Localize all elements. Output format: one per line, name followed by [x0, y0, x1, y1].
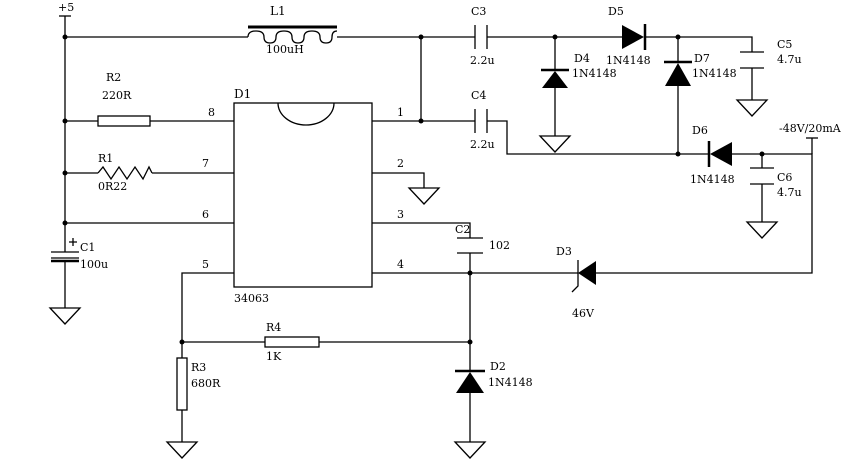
c3-ref: C3	[471, 5, 486, 18]
l1-ref: L1	[270, 4, 286, 18]
pin-7-label: 7	[202, 157, 209, 170]
c2-value: 102	[489, 239, 510, 252]
r3-ref: R3	[191, 361, 206, 374]
d4-value: 1N4148	[572, 67, 617, 80]
d2-value: 1N4148	[488, 376, 533, 389]
c6-ref: C6	[777, 171, 792, 184]
r2-value: 220R	[102, 89, 132, 102]
output-terminal: -48V/20mA	[779, 122, 842, 139]
d4-ref: D4	[574, 52, 590, 65]
capacitor-c3: C3 2.2u	[470, 5, 495, 67]
r1-ref: R1	[98, 152, 113, 165]
ground-c5	[735, 99, 769, 117]
d6-value: 1N4148	[690, 173, 735, 186]
supply-label: +5	[58, 1, 74, 14]
c6-value: 4.7u	[777, 186, 802, 199]
c5-ref: C5	[777, 38, 792, 51]
inductor-l1: L1 100uH	[247, 4, 338, 56]
wires	[64, 16, 813, 442]
diode-d7: D7 1N4148	[664, 52, 737, 86]
capacitor-c1: C1 100u	[51, 238, 108, 271]
ic-part: 34063	[234, 292, 269, 305]
d7-value: 1N4148	[692, 67, 737, 80]
capacitor-c6: C6 4.7u	[750, 167, 802, 199]
ground-d2	[453, 441, 487, 459]
c3-value: 2.2u	[470, 54, 495, 67]
ic-ref: D1	[234, 87, 251, 101]
l1-value: 100uH	[266, 43, 304, 56]
pin-6-label: 6	[202, 208, 209, 221]
pin-3-label: 3	[397, 208, 404, 221]
c4-ref: C4	[471, 89, 486, 102]
ground-pin2	[407, 187, 441, 205]
diode-d4: D4 1N4148	[541, 52, 617, 88]
r2-ref: R2	[106, 71, 121, 84]
diode-d5: D5 1N4148	[606, 5, 651, 67]
diode-d2: D2 1N4148	[455, 360, 533, 393]
capacitor-c5: C5 4.7u	[740, 38, 802, 69]
c1-ref: C1	[80, 241, 95, 254]
d3-value: 46V	[572, 307, 595, 320]
c1-value: 100u	[80, 258, 108, 271]
pin-8-label: 8	[208, 106, 215, 119]
d6-ref: D6	[692, 124, 708, 137]
d7-ref: D7	[694, 52, 710, 65]
output-label: -48V/20mA	[779, 122, 842, 135]
capacitor-c2: C2 102	[455, 223, 510, 254]
d3-ref: D3	[556, 245, 572, 258]
ground-d4	[538, 135, 572, 153]
resistor-r4: R4 1K	[264, 321, 320, 363]
ic-d1: D1 34063 8 7 6 5 1 2 3 4	[202, 87, 404, 305]
ground-c6	[745, 221, 779, 239]
resistor-r3: R3 680R	[176, 357, 221, 411]
pin-2-label: 2	[397, 157, 404, 170]
d5-value: 1N4148	[606, 54, 651, 67]
capacitor-c4: C4 2.2u	[470, 89, 495, 151]
r3-value: 680R	[191, 377, 221, 390]
ground-symbols	[48, 99, 779, 459]
c2-ref: C2	[455, 223, 470, 236]
diode-d6: D6 1N4148	[690, 124, 735, 186]
c4-value: 2.2u	[470, 138, 495, 151]
junctions	[62, 34, 765, 345]
d5-ref: D5	[608, 5, 624, 18]
pin-5-label: 5	[202, 258, 209, 271]
ground-r3	[165, 441, 199, 459]
resistor-r1: R1 0R22	[97, 152, 153, 193]
resistor-r2: R2 220R	[97, 71, 151, 127]
ground-c1	[48, 307, 82, 325]
diode-d3: D3 46V	[556, 245, 596, 320]
r4-value: 1K	[266, 350, 282, 363]
pin-4-label: 4	[397, 258, 404, 271]
r4-ref: R4	[266, 321, 281, 334]
d2-ref: D2	[490, 360, 506, 373]
supply-terminal: +5	[58, 1, 74, 17]
r1-value: 0R22	[98, 180, 127, 193]
c5-value: 4.7u	[777, 53, 802, 66]
pin-1-label: 1	[397, 106, 404, 119]
